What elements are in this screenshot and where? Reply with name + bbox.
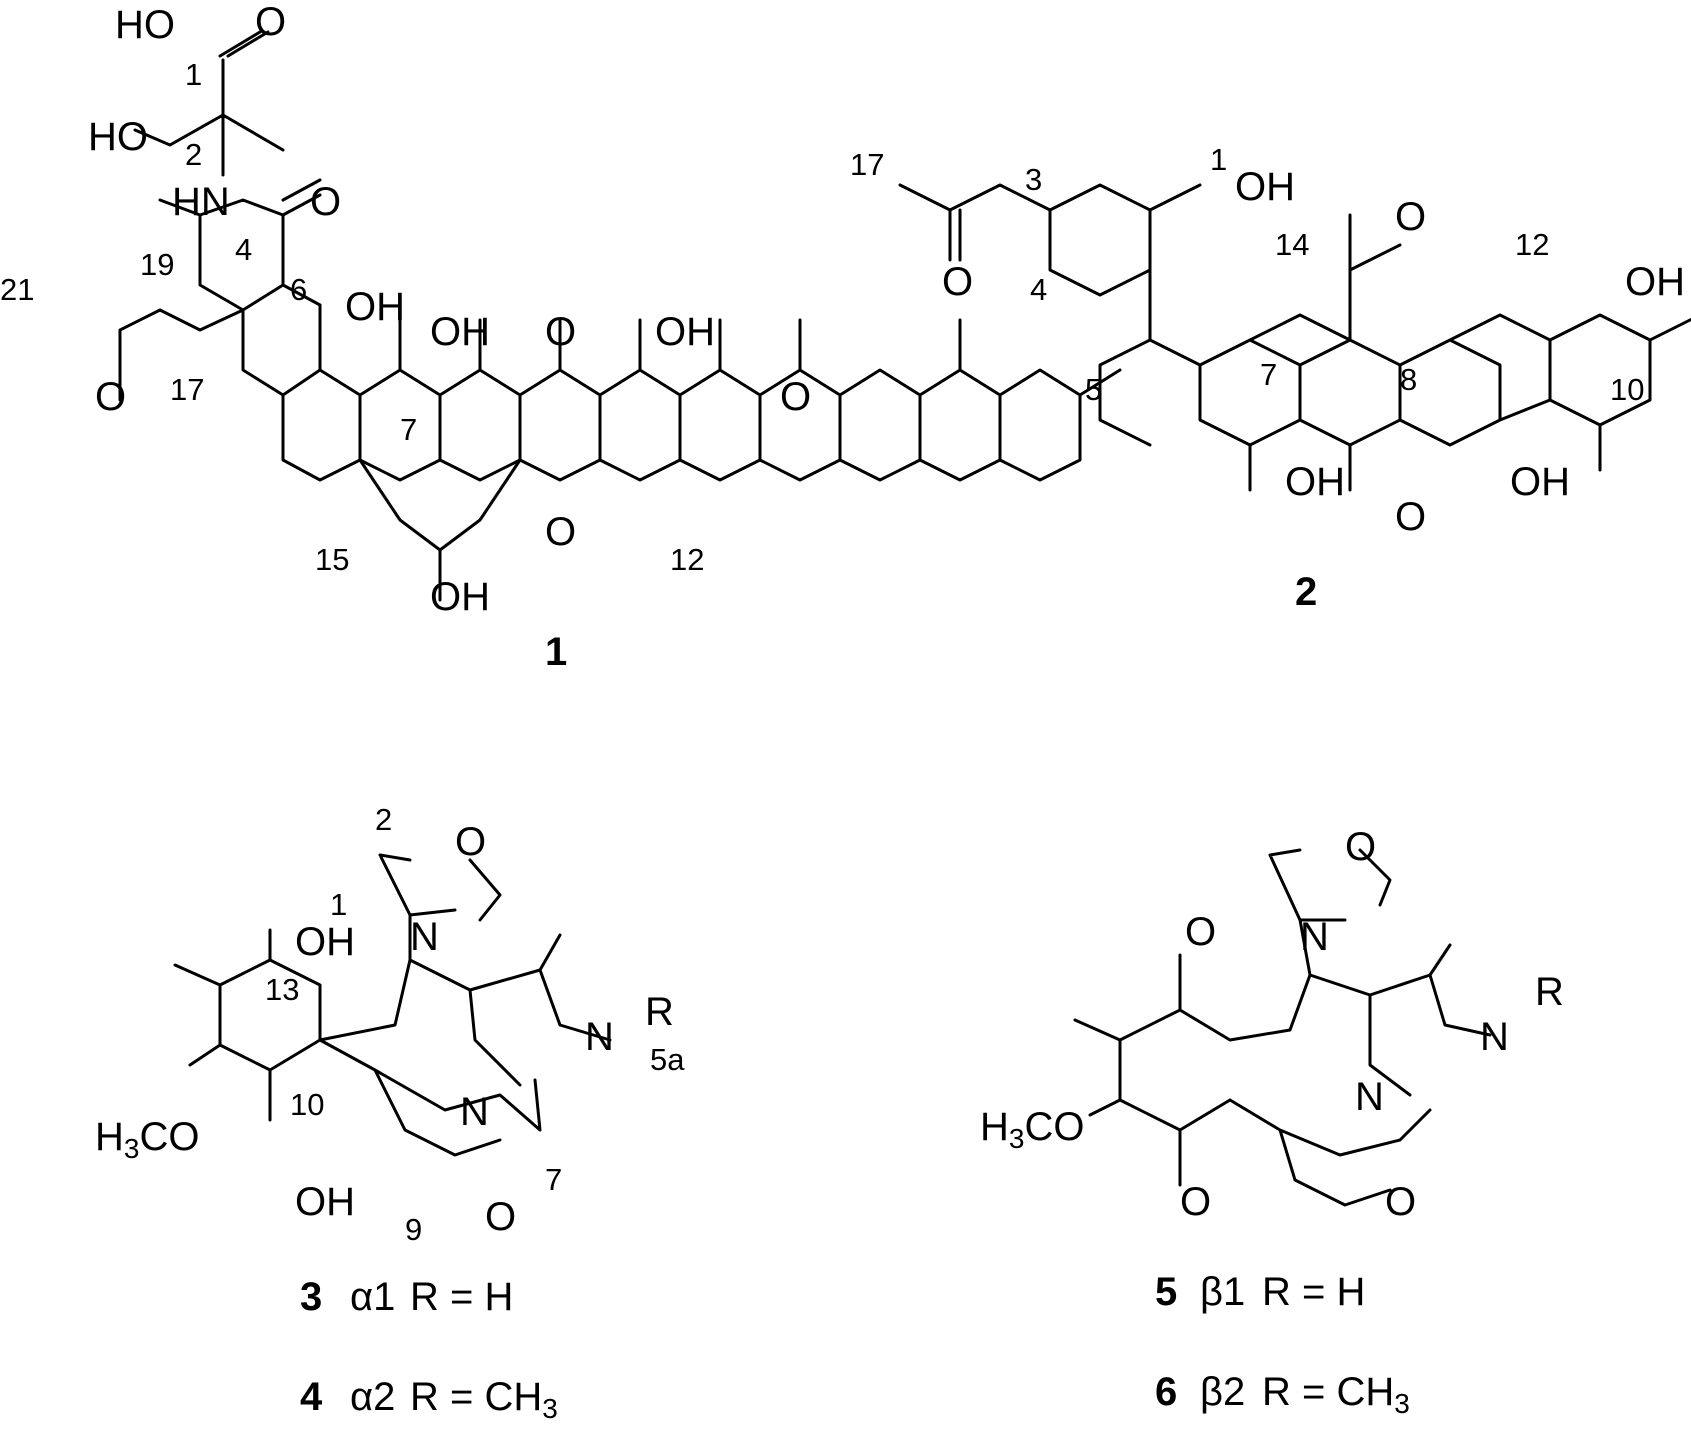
compound-2-label-o-bottom: O (1395, 495, 1426, 539)
compound-1-id: 1 (545, 630, 567, 674)
compound-2-label-o-top: O (1395, 195, 1426, 239)
compound-3-id: 3 (300, 1275, 322, 1319)
compound-2-label-oh-1: OH (1235, 165, 1295, 209)
compound-3-label-n-7: N (460, 1090, 489, 1134)
compound-3-num-7: 7 (545, 1162, 562, 1197)
compound-2-num-17: 17 (850, 147, 884, 182)
compound-4-formula: R = CH3 (410, 1375, 558, 1424)
compound-5-name: β1 (1200, 1270, 1245, 1314)
compound-6-name: β2 (1200, 1370, 1245, 1414)
compound-3-label-r: R (645, 990, 674, 1034)
compound-5-label-n-center: N (1355, 1075, 1384, 1119)
compound-1-structure: HO O HO HN O OH OH O OH O O O OH 1 2 4 6… (0, 0, 1122, 674)
compound-3-num-2: 2 (375, 802, 392, 837)
compound-3-formula: R = H (410, 1275, 513, 1319)
compound-1-label-oh-ring: OH (655, 310, 715, 354)
compound-1-num-17: 17 (170, 372, 204, 407)
compound-2-num-4: 4 (1030, 272, 1047, 307)
compound-5-label-r: R (1535, 970, 1564, 1014)
compound-2-num-5: 5 (1085, 372, 1102, 407)
compound-5-label-o-top: O (1345, 825, 1376, 869)
compound-5-label-n-right: N (1480, 1015, 1509, 1059)
compound-1-label-o-acid: O (255, 0, 286, 44)
compound-2-structure: OH O O OH O O OH OH 17 3 1 14 12 4 5 7 8… (850, 142, 1691, 614)
compound-3-label-o-top: O (455, 820, 486, 864)
compound-2-label-o-ketone: O (942, 260, 973, 304)
compound-1-label-o-ketone: O (545, 310, 576, 354)
compound-3-name: α1 (350, 1275, 395, 1319)
compound-5-structure: O O N N R N H3CO O O 5 β1 R = H 6 β2 R =… (980, 825, 1564, 1419)
compound-3-num-10: 10 (290, 1087, 324, 1122)
compound-2-num-10: 10 (1610, 372, 1644, 407)
compound-3-label-oh-13: OH (295, 920, 355, 964)
compound-1-label-hn: HN (172, 180, 230, 224)
compound-1-num-15: 15 (315, 542, 349, 577)
compound-3-num-1: 1 (330, 887, 347, 922)
compound-2-id: 2 (1295, 570, 1317, 614)
compound-3-structure: O N OH N R N H3CO OH O 2 1 13 5a 10 7 9 … (95, 802, 685, 1424)
compound-3-num-9: 9 (405, 1212, 422, 1247)
compound-5-label-n-top: N (1300, 915, 1329, 959)
compound-3-label-oh-10: OH (295, 1180, 355, 1224)
compound-1-num-7: 7 (400, 412, 417, 447)
compound-3-label-n-1: N (410, 915, 439, 959)
compound-1-num-19: 19 (140, 247, 174, 282)
compound-1-num-6: 6 (290, 272, 307, 307)
compound-6-formula: R = CH3 (1262, 1370, 1410, 1419)
compound-1-label-o-ether: O (545, 510, 576, 554)
compound-5-id: 5 (1155, 1270, 1177, 1314)
compound-1-num-1: 1 (185, 57, 202, 92)
compound-5-label-o-quinone-top: O (1185, 910, 1216, 954)
compound-1-label-ho: HO (88, 115, 148, 159)
compound-2-num-1: 1 (1210, 142, 1227, 177)
compound-1-num-12: 12 (670, 542, 704, 577)
compound-2-num-3: 3 (1025, 162, 1042, 197)
compound-1-num-4: 4 (235, 232, 252, 267)
compound-5-label-o-ring: O (1385, 1180, 1416, 1224)
compound-1-num-2: 2 (185, 137, 202, 172)
compound-4-id: 4 (300, 1375, 323, 1419)
compound-3-label-h3co: H3CO (95, 1115, 199, 1164)
compound-5-label-h3co: H3CO (980, 1105, 1084, 1154)
compound-1-label-oh-bottom: OH (430, 575, 490, 619)
compound-5-formula: R = H (1262, 1270, 1365, 1314)
compound-2-label-oh-7: OH (1285, 460, 1345, 504)
compound-1-label-ho-acid: HO (115, 3, 175, 47)
compound-1-num-21: 21 (0, 272, 34, 307)
compound-4-name: α2 (350, 1375, 395, 1419)
compound-3-num-5a: 5a (650, 1042, 685, 1077)
compound-3-label-o-9: O (485, 1195, 516, 1239)
compound-1-label-oh-7: OH (430, 310, 490, 354)
compound-2-label-oh-right: OH (1625, 260, 1685, 304)
compound-2-num-12: 12 (1515, 227, 1549, 262)
compound-1-label-o-amide: O (310, 180, 341, 224)
compound-2-num-8: 8 (1400, 362, 1417, 397)
compound-5-label-o-quinone-bottom: O (1180, 1180, 1211, 1224)
compound-2-num-7: 7 (1260, 357, 1277, 392)
compound-6-id: 6 (1155, 1370, 1177, 1414)
compound-3-num-13: 13 (265, 972, 299, 1007)
compound-1-label-o-side: O (95, 375, 126, 419)
compound-2-label-oh-10: OH (1510, 460, 1570, 504)
compound-2-num-14: 14 (1275, 227, 1309, 262)
compound-3-label-n-5a: N (585, 1015, 614, 1059)
compound-1-label-o-methoxy: O (780, 375, 811, 419)
compound-1-label-oh-6: OH (345, 285, 405, 329)
